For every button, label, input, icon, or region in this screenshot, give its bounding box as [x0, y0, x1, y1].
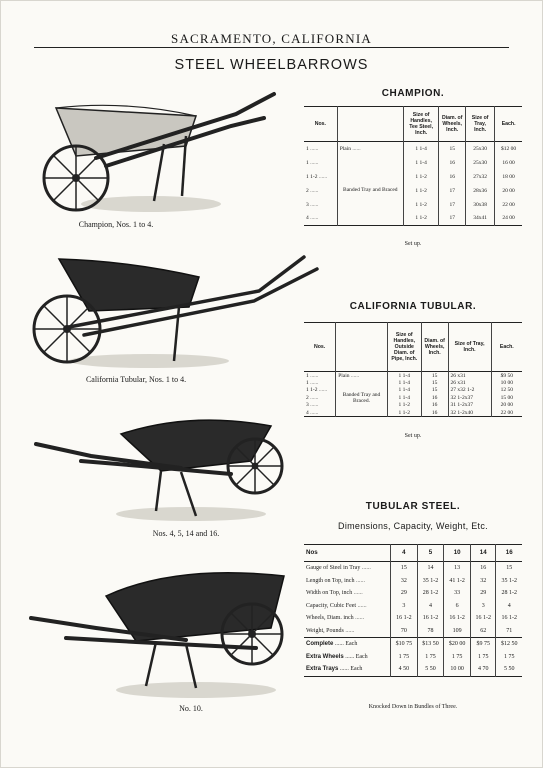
california-table: Nos. Size of Handles, Outside Diam. of P… — [304, 322, 522, 417]
tubular-table: Nos 4 5 10 14 16 Gauge of Steel in Tray … — [304, 544, 522, 677]
col-desc — [336, 106, 404, 142]
champion-note: Set up. — [404, 241, 422, 247]
table-row: Capacity, Cubic Feet 3 4 6 3 4 — [304, 599, 522, 612]
champion-title: CHAMPION. — [381, 88, 445, 99]
col-tray: Size of Tray, Inch. — [465, 106, 495, 142]
col-each: Each. — [490, 322, 522, 372]
tubular-title: TUBULAR STEEL. — [365, 501, 461, 512]
champion-table: Nos. Size of Handles, Tee Steel, Inch. D… — [304, 106, 522, 226]
caption-champion: Champion, Nos. 1 to 4. — [78, 220, 154, 229]
table-row: 2 1 1-4 16 32 1-2x37 15 00 — [304, 394, 522, 402]
table-row: Weight, Pounds 70 78 109 62 71 — [304, 624, 522, 638]
col-handles: Size of Handles, Outside Diam. of Pipe, … — [386, 322, 422, 372]
col-each: Each. — [494, 106, 522, 142]
col-wheels: Diam. of Wheels, Inch. — [420, 322, 449, 372]
caption-no10: No. 10. — [179, 704, 203, 713]
col-wheels: Diam. of Wheels, Inch. — [438, 106, 466, 142]
page-title: STEEL WHEELBARROWS — [174, 57, 369, 73]
col-tray: Size of Tray, Inch. — [447, 322, 492, 372]
champion-table-header: Nos. Size of Handles, Tee Steel, Inch. D… — [304, 106, 522, 142]
col-handles: Size of Handles, Tee Steel, Inch. — [402, 106, 439, 142]
table-row: 1 Banded Tray and Braced 1 1-4 16 25x30 … — [304, 155, 522, 226]
table-row: 3 1 1-2 16 31 1-2x37 20 00 — [304, 401, 522, 409]
tubular-table-header: Nos 4 5 10 14 16 — [304, 544, 522, 562]
california-table-header: Nos. Size of Handles, Outside Diam. of P… — [304, 322, 522, 372]
california-title: CALIFORNIA TUBULAR. — [349, 301, 477, 312]
col-desc — [335, 322, 388, 372]
header-rule — [34, 47, 509, 48]
tubular-steel-wheelbarrow-illustration — [34, 419, 284, 521]
table-row: Extra Wheels ...... Each 1 75 1 75 1 75 … — [304, 650, 522, 663]
table-row: Width on Top, inch 29 28 1-2 33 29 28 1-… — [304, 587, 522, 600]
california-note: Set up. — [404, 433, 422, 439]
table-row: 1 Plain 1 1-4 15 26 x31 $9 50 — [304, 371, 522, 379]
no10-wheelbarrow-illustration — [29, 571, 285, 698]
table-row: 4 1 1-2 16 32 1-2x40 22 00 — [304, 409, 522, 417]
table-row: Length on Top, inch 32 35 1-2 41 1-2 32 … — [304, 574, 522, 587]
tubular-subtitle: Dimensions, Capacity, Weight, Etc. — [338, 521, 488, 531]
caption-tubular-nos: Nos. 4, 5, 14 and 16. — [152, 529, 220, 538]
col-nos: Nos. — [314, 121, 326, 127]
table-row: Gauge of Steel in Tray 15 14 13 16 15 — [304, 561, 522, 575]
table-row: 1 Plain 1 1-4 15 25x30 $12 00 — [304, 141, 522, 156]
table-row: Wheels, Diam. inch 16 1-2 16 1-2 16 1-2 … — [304, 612, 522, 625]
table-row: 1 Banded Tray and Braced. 1 1-4 15 26 x3… — [304, 379, 522, 417]
table-row: 2 1 1-2 17 28x36 20 00 — [304, 183, 522, 198]
header-place: SACRAMENTO, CALIFORNIA — [171, 31, 372, 46]
table-row: 1 1-2 1 1-4 15 27 x32 1-2 12 50 — [304, 386, 522, 394]
caption-california-tubular: California Tubular, Nos. 1 to 4. — [85, 375, 187, 384]
table-row: 1 1-2 1 1-2 16 27x32 18 00 — [304, 169, 522, 184]
table-row: Complete ...... Each $10 75 $13 50 $20 0… — [304, 637, 522, 651]
champion-wheelbarrow-illustration — [42, 92, 276, 212]
tubular-note: Knocked Down in Bundles of Three. — [368, 704, 458, 710]
table-row: Extra Trays ...... Each 4 50 5 50 10 00 … — [304, 663, 522, 676]
col-nos: Nos. — [313, 344, 326, 350]
table-row: 3 1 1-2 17 30x38 22 00 — [304, 197, 522, 212]
table-row: 4 1 1-2 17 34x41 24 00 — [304, 211, 522, 226]
california-tubular-wheelbarrow-illustration — [32, 255, 319, 368]
